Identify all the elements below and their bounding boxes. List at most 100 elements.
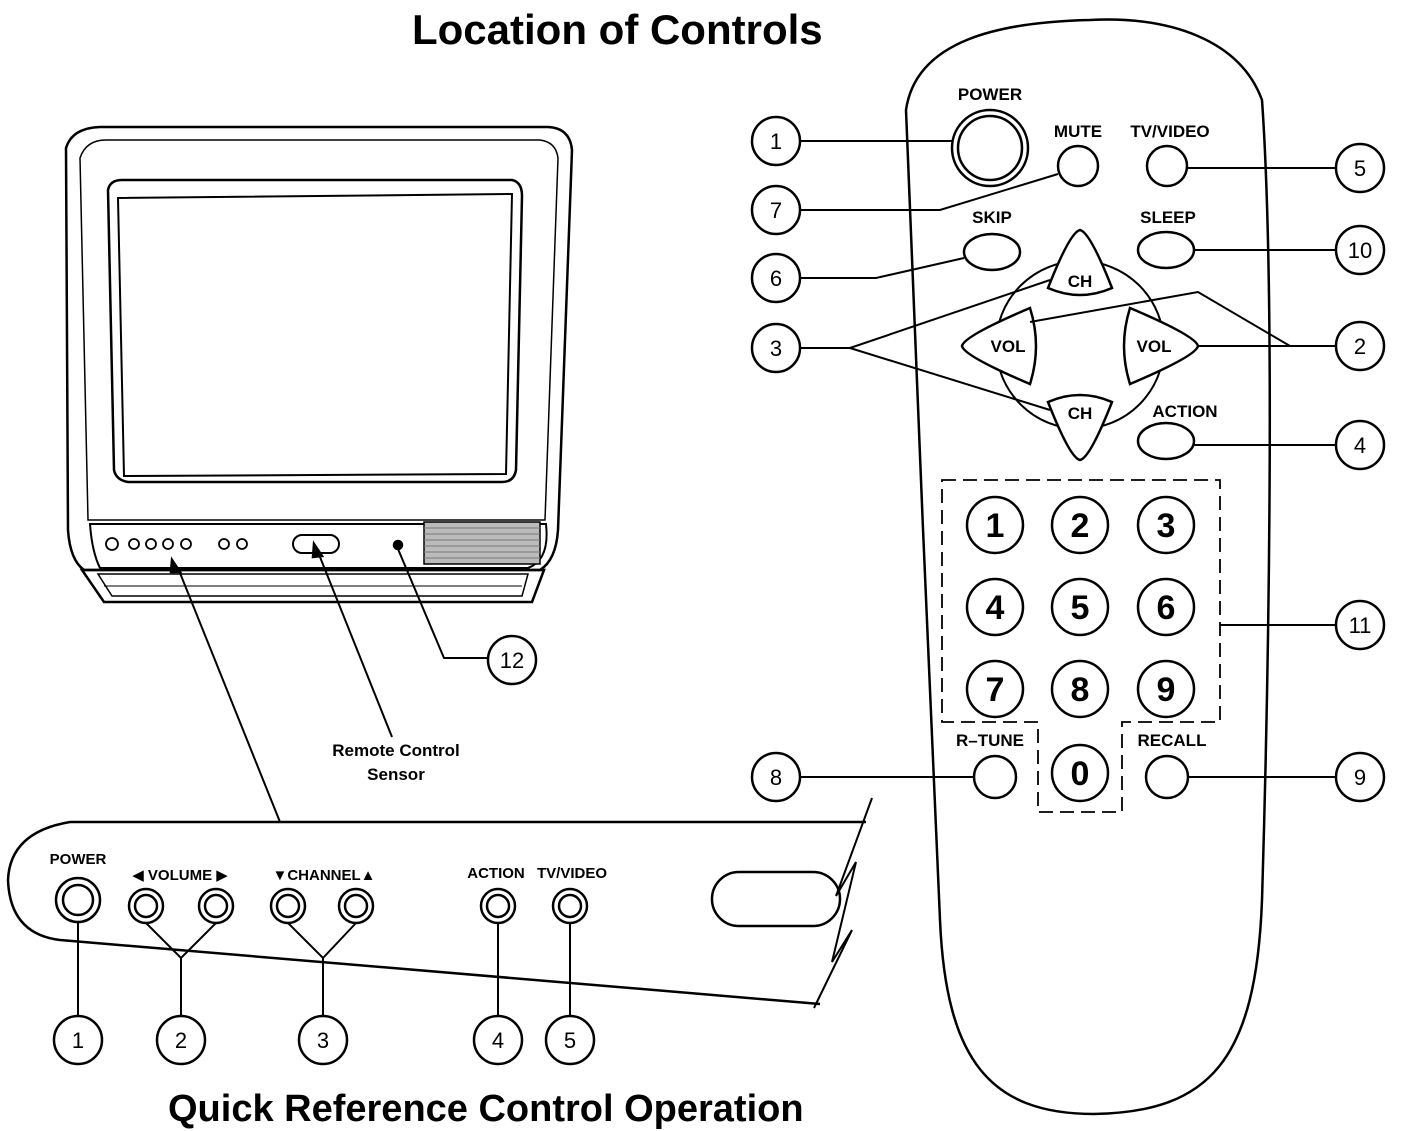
remote-key-0[interactable]: 0 <box>1050 743 1110 803</box>
svg-text:10: 10 <box>1348 238 1372 263</box>
remote-tvvideo-label: TV/VIDEO <box>1130 122 1209 141</box>
remote-recall-button[interactable] <box>1144 754 1190 800</box>
remote-rtune-label: R–TUNE <box>956 731 1024 750</box>
svg-text:6: 6 <box>1157 589 1176 627</box>
svg-text:2: 2 <box>175 1028 187 1053</box>
sensor-label-line2: Sensor <box>367 765 425 784</box>
svg-text:VOL: VOL <box>1137 337 1172 356</box>
panel-callout-3: 3 <box>297 1014 349 1066</box>
svg-text:7: 7 <box>770 198 782 223</box>
svg-text:1: 1 <box>770 129 782 154</box>
svg-text:2: 2 <box>1071 507 1090 545</box>
remote-tvvideo-button[interactable] <box>1145 144 1189 188</box>
page-title: Location of Controls <box>412 6 823 53</box>
remote-callout-3: 3 <box>750 322 802 374</box>
svg-text:2: 2 <box>1354 334 1366 359</box>
tv-base <box>79 568 546 604</box>
svg-text:4: 4 <box>1354 433 1366 458</box>
remote-callout-9: 9 <box>1334 751 1386 803</box>
panel-power-label: POWER <box>50 851 107 868</box>
svg-text:11: 11 <box>1349 613 1372 638</box>
panel-action-button[interactable] <box>479 887 517 925</box>
tv-cabinet-inner <box>79 139 559 521</box>
svg-text:9: 9 <box>1157 671 1176 709</box>
svg-text:0: 0 <box>1071 755 1090 793</box>
panel-callout-4: 4 <box>472 1014 524 1066</box>
remote-body <box>904 18 1272 1116</box>
remote-callout-1: 1 <box>750 115 802 167</box>
remote-callout-4: 4 <box>1334 419 1386 471</box>
svg-text:9: 9 <box>1354 765 1366 790</box>
callout-12: 12 <box>486 634 538 686</box>
tv-screen-bezel <box>106 178 524 484</box>
panel-tvvideo-button[interactable] <box>551 887 589 925</box>
remote-key-4[interactable]: 4 <box>965 577 1025 637</box>
front-panel-outline <box>6 820 866 1006</box>
svg-text:CH: CH <box>1068 272 1093 291</box>
remote-mute-label: MUTE <box>1054 122 1102 141</box>
remote-callout-11: 11 <box>1334 599 1386 651</box>
remote-recall-label: RECALL <box>1138 731 1207 750</box>
tv-screen <box>116 192 514 478</box>
remote-skip-button[interactable] <box>962 232 1022 272</box>
svg-text:3: 3 <box>1157 507 1176 545</box>
panel-volume-label: ◀ VOLUME ▶ <box>132 867 228 884</box>
remote-control: POWER MUTE TV/VIDEO SKIP SLEEP ACTION CH… <box>750 18 1386 1116</box>
remote-ch-down-button[interactable]: CH <box>1046 393 1114 462</box>
remote-key-8[interactable]: 8 <box>1050 659 1110 719</box>
panel-channel-label: ▼CHANNEL▲ <box>272 867 375 884</box>
remote-mute-button[interactable] <box>1056 144 1100 188</box>
svg-text:4: 4 <box>986 589 1005 627</box>
remote-key-9[interactable]: 9 <box>1136 659 1196 719</box>
headphone-jack <box>392 539 404 551</box>
remote-key-2[interactable]: 2 <box>1050 495 1110 555</box>
svg-text:CH: CH <box>1068 404 1093 423</box>
panel-callout-5: 5 <box>544 1014 596 1066</box>
tv-front-buttons <box>105 537 248 551</box>
remote-rtune-button[interactable] <box>972 754 1018 800</box>
svg-text:7: 7 <box>986 671 1005 709</box>
panel-callout-1: 1 <box>52 1014 104 1066</box>
panel-break-mark <box>813 797 873 1009</box>
svg-text:12: 12 <box>500 648 524 673</box>
panel-volume-up-button[interactable] <box>197 887 235 925</box>
remote-vol-up-button[interactable]: VOL <box>1122 306 1200 386</box>
panel-channel-up-button[interactable] <box>337 887 375 925</box>
remote-sleep-label: SLEEP <box>1140 208 1196 227</box>
svg-text:5: 5 <box>1354 156 1366 181</box>
svg-text:4: 4 <box>492 1028 504 1053</box>
remote-key-6[interactable]: 6 <box>1136 577 1196 637</box>
panel-callout-2: 2 <box>155 1014 207 1066</box>
remote-keypad-outline <box>941 479 1221 813</box>
section-heading: Quick Reference Control Operation <box>168 1088 804 1130</box>
tv-cabinet <box>64 125 574 572</box>
remote-sleep-button[interactable] <box>1136 230 1196 270</box>
remote-power-button[interactable] <box>950 108 1030 188</box>
svg-text:VOL: VOL <box>991 337 1026 356</box>
remote-key-3[interactable]: 3 <box>1136 495 1196 555</box>
panel-channel-down-button[interactable] <box>269 887 307 925</box>
svg-text:5: 5 <box>1071 589 1090 627</box>
remote-power-label: POWER <box>958 85 1022 104</box>
panel-power-button[interactable] <box>54 876 102 924</box>
panel-volume-down-button[interactable] <box>127 887 165 925</box>
remote-callout-8: 8 <box>750 751 802 803</box>
panel-tvvideo-label: TV/VIDEO <box>537 865 607 882</box>
remote-ch-up-button[interactable]: CH <box>1046 228 1114 297</box>
remote-action-button[interactable] <box>1136 421 1196 461</box>
tv-speaker-grille <box>423 521 541 565</box>
panel-sensor-window <box>710 870 842 928</box>
remote-key-1[interactable]: 1 <box>965 495 1025 555</box>
remote-key-5[interactable]: 5 <box>1050 577 1110 637</box>
svg-text:3: 3 <box>770 336 782 361</box>
remote-callout-10: 10 <box>1334 224 1386 276</box>
svg-text:8: 8 <box>1071 671 1090 709</box>
tv-control-strip <box>88 523 548 569</box>
svg-text:1: 1 <box>986 507 1005 545</box>
remote-action-label: ACTION <box>1152 402 1217 421</box>
svg-text:6: 6 <box>770 266 782 291</box>
svg-text:3: 3 <box>317 1028 329 1053</box>
remote-callout-6: 6 <box>750 252 802 304</box>
remote-key-7[interactable]: 7 <box>965 659 1025 719</box>
remote-vol-down-button[interactable]: VOL <box>960 306 1038 386</box>
